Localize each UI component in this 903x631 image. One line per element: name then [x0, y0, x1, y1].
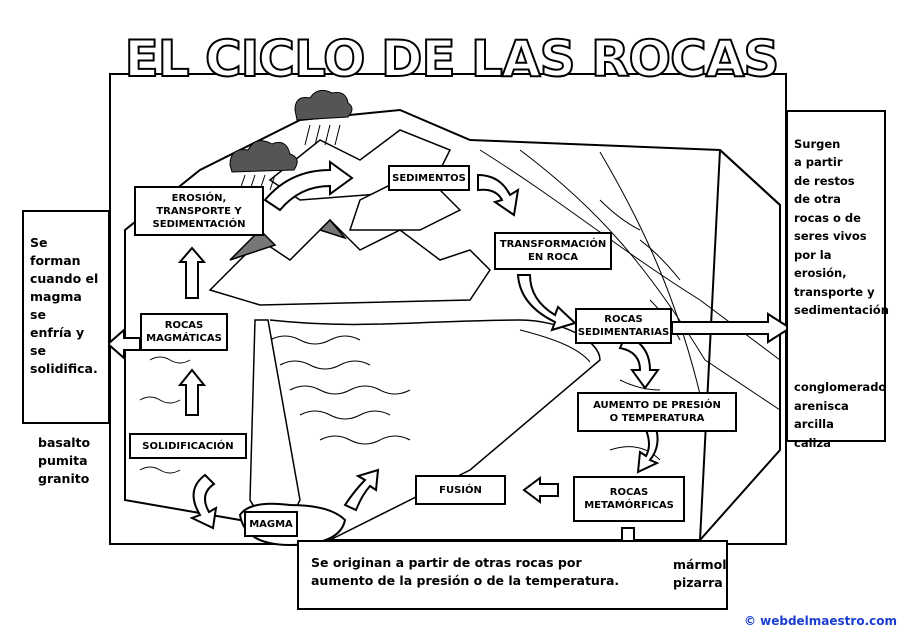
- left-panel-description: Se forman cuando el magma se enfría y se…: [30, 235, 99, 376]
- left-panel: Se forman cuando el magma se enfría y se…: [22, 210, 110, 486]
- label-magma: MAGMA: [244, 511, 298, 537]
- label-fusion: FUSIÓN: [415, 475, 506, 505]
- label-rocas-magmaticas: ROCAS MAGMÁTICAS: [140, 313, 228, 351]
- label-sedimentos: SEDIMENTOS: [388, 165, 470, 191]
- label-rocas-metamorficas: ROCAS METAMÓRFICAS: [573, 476, 685, 522]
- right-panel-description: Surgen a partir de restos de otra rocas …: [794, 136, 889, 318]
- bottom-panel-description: Se originan a partir de otras rocas por …: [311, 555, 620, 588]
- bottom-panel-examples: mármol pizarra: [673, 557, 727, 590]
- label-solidificacion: SOLIDIFICACIÓN: [129, 433, 247, 459]
- label-erosion: EROSIÓN, TRANSPORTE Y SEDIMENTACIÓN: [134, 186, 264, 236]
- diagram-title: EL CICLO DE LAS ROCAS: [124, 29, 781, 89]
- label-rocas-sedimentarias: ROCAS SEDIMENTARIAS: [575, 308, 672, 344]
- site-credit: © webdelmaestro.com: [743, 614, 897, 628]
- right-panel: Surgen a partir de restos de otra rocas …: [786, 110, 889, 450]
- label-transformacion: TRANSFORMACIÓN EN ROCA: [494, 232, 612, 270]
- label-aumento-presion: AUMENTO DE PRESIÓN O TEMPERATURA: [577, 392, 737, 432]
- bottom-panel: Se originan a partir de otras rocas por …: [297, 540, 728, 610]
- right-panel-examples: conglomerado arenisca arcilla caliza: [794, 380, 887, 450]
- left-panel-examples: basalto pumita granito: [38, 435, 91, 486]
